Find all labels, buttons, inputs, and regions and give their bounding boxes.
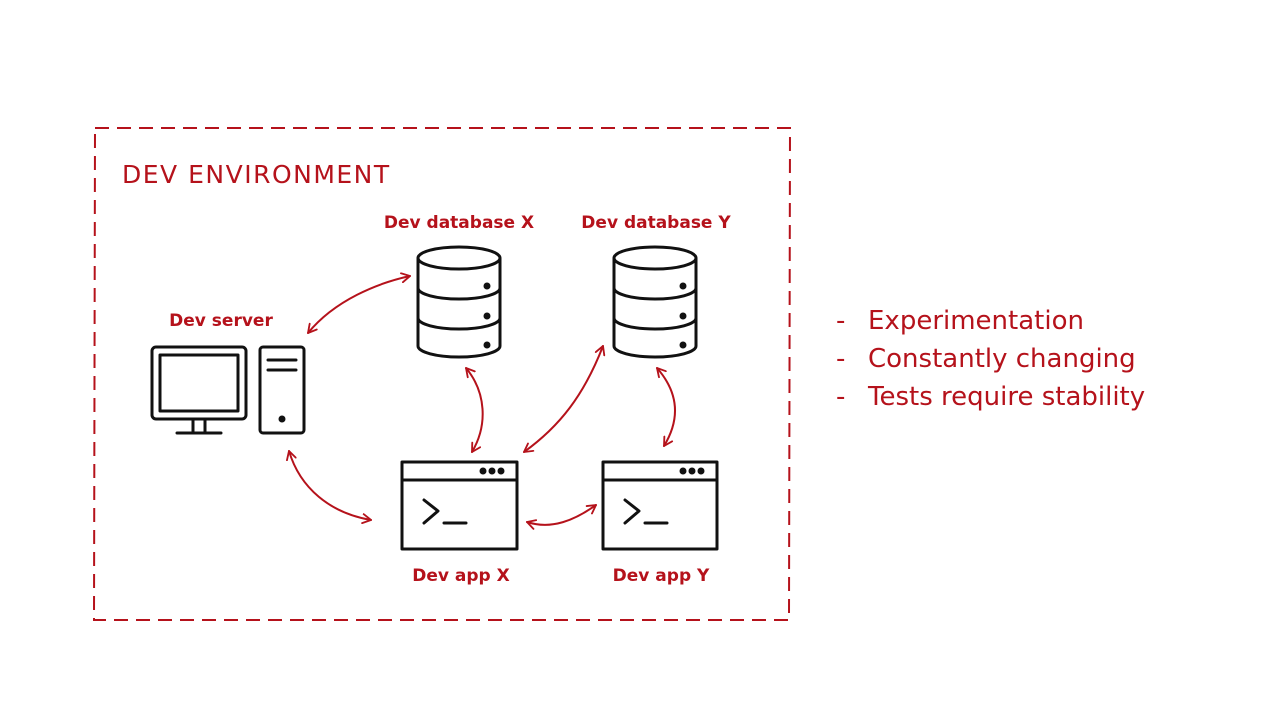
dev-server-icon xyxy=(150,345,306,435)
environment-boundary xyxy=(92,127,792,621)
note-item: -Tests require stability xyxy=(836,378,1145,416)
environment-title: DEV ENVIRONMENT xyxy=(122,160,391,189)
arrow-database-y-app-x xyxy=(523,345,606,453)
dev-server-label: Dev server xyxy=(169,311,273,331)
note-text: Constantly changing xyxy=(868,344,1136,374)
dev-database-y-icon xyxy=(612,245,698,359)
note-text: Tests require stability xyxy=(868,382,1146,412)
note-bullet: - xyxy=(836,306,846,336)
dev-app-x-icon xyxy=(400,460,519,551)
dev-app-y-label: Dev app Y xyxy=(612,566,710,586)
arrow-database-y-app-y xyxy=(656,367,676,447)
note-item: -Constantly changing xyxy=(836,340,1145,378)
note-text: Experimentation xyxy=(868,306,1084,336)
dev-app-y-icon xyxy=(601,460,719,551)
note-bullet: - xyxy=(836,344,846,374)
note-bullet: - xyxy=(836,382,846,412)
dev-database-x-icon xyxy=(416,245,502,359)
arrow-app-x-app-y xyxy=(526,504,597,530)
notes-list: -Experimentation -Constantly changing -T… xyxy=(836,302,1145,416)
arrow-database-x-app-x xyxy=(465,367,484,453)
arrow-server-app-x xyxy=(286,450,372,525)
note-item: -Experimentation xyxy=(836,302,1145,340)
arrow-server-database-x xyxy=(307,272,411,334)
dev-app-x-label: Dev app X xyxy=(412,566,510,586)
dev-database-x-label: Dev database X xyxy=(383,213,535,233)
dev-database-y-label: Dev database Y xyxy=(581,213,731,233)
